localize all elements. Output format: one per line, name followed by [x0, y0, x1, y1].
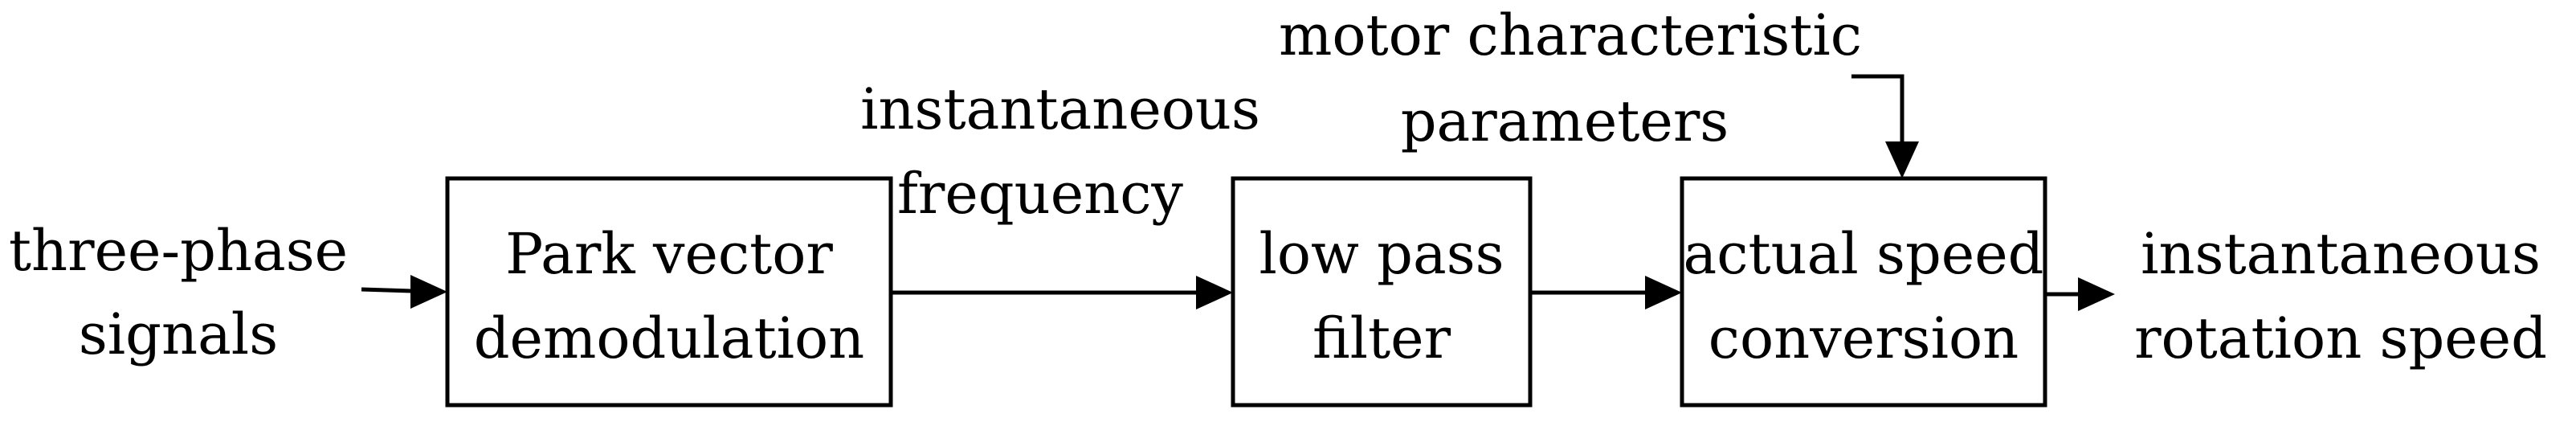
input-label: three-phase signals	[9, 218, 348, 367]
arrow-input-to-park	[361, 275, 447, 309]
block-actual-speed-conversion-line2: conversion	[1708, 305, 2019, 371]
block-park-vector-demodulation-line1: Park vector	[505, 221, 833, 287]
intermediate-label-line2: frequency	[897, 161, 1183, 227]
output-label-line1: instantaneous	[2141, 221, 2541, 287]
arrow-conversion-to-output-head	[2078, 277, 2115, 311]
block-actual-speed-conversion-box	[1680, 176, 2047, 408]
input-label-line2: signals	[79, 301, 278, 367]
parameter-input-label-line1: motor characteristic	[1279, 2, 1862, 68]
arrow-parameters-to-conversion	[1851, 74, 1919, 178]
block-actual-speed-conversion: actual speed conversion	[1680, 176, 2047, 408]
block-low-pass-filter: low pass filter	[1231, 176, 1533, 408]
block-low-pass-filter-box	[1231, 176, 1533, 408]
block-park-vector-demodulation: Park vector demodulation	[445, 176, 893, 408]
arrow-input-to-park-line	[361, 287, 412, 293]
intermediate-label-line1: instantaneous	[860, 76, 1260, 142]
block-park-vector-demodulation-line2: demodulation	[474, 305, 865, 371]
arrow-filter-to-conversion-head	[1645, 276, 1682, 309]
output-label: instantaneous rotation speed	[2134, 221, 2547, 371]
block-park-vector-demodulation-box	[445, 176, 893, 408]
arrow-park-to-filter-head	[1196, 276, 1233, 309]
arrow-filter-to-conversion	[1530, 276, 1682, 309]
block-actual-speed-conversion-line1: actual speed	[1684, 221, 2044, 287]
arrow-parameters-to-conversion-head	[1885, 141, 1919, 178]
arrow-parameters-to-conversion-line	[1851, 74, 1904, 142]
parameter-input-label: motor characteristic parameters	[1279, 2, 1862, 154]
arrow-park-to-filter	[891, 276, 1233, 309]
input-label-line1: three-phase	[9, 218, 348, 284]
block-low-pass-filter-line2: filter	[1312, 305, 1451, 371]
block-low-pass-filter-line1: low pass	[1259, 221, 1504, 287]
output-label-line2: rotation speed	[2134, 305, 2547, 371]
intermediate-label: instantaneous frequency	[860, 76, 1260, 227]
parameter-input-label-line2: parameters	[1401, 88, 1729, 154]
arrow-input-to-park-head	[410, 275, 447, 309]
arrow-conversion-to-output	[2045, 277, 2115, 311]
